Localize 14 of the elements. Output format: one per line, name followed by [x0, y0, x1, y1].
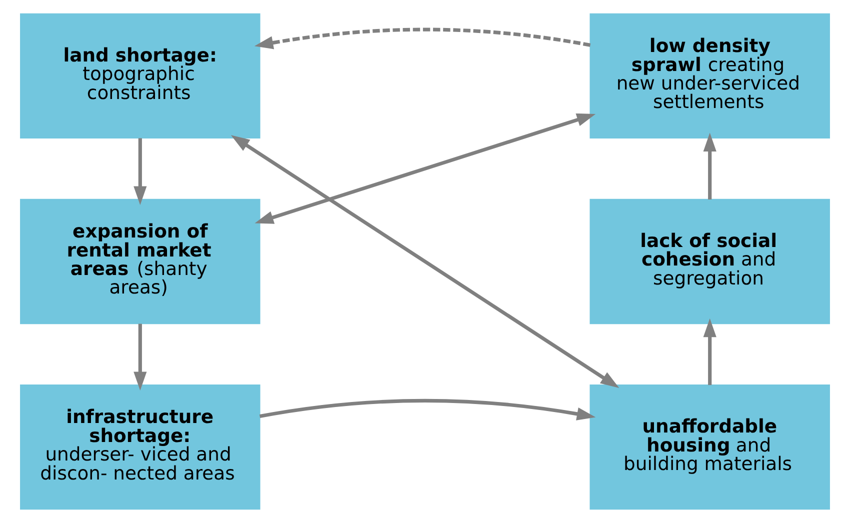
arrow	[254, 28, 590, 50]
arrow	[230, 135, 619, 388]
arrow	[133, 138, 146, 205]
arrow	[254, 113, 596, 224]
node-box: low density sprawl creating new under-serviced settlements	[589, 13, 830, 138]
node-box: unaffordable housing and building materials	[589, 384, 830, 510]
arrow	[258, 398, 596, 420]
node-box: expansion of rental market areas (shanty areas)	[20, 198, 260, 324]
arrow	[702, 132, 716, 200]
arrow	[133, 324, 146, 391]
arrow	[702, 318, 716, 386]
node-box: infrastructure shortage: underser- viced and discon- nected areas	[20, 384, 260, 510]
node-box: land shortage: topographic constraints	[20, 13, 260, 138]
node-box: lack of social cohesion and segregation	[589, 198, 830, 324]
